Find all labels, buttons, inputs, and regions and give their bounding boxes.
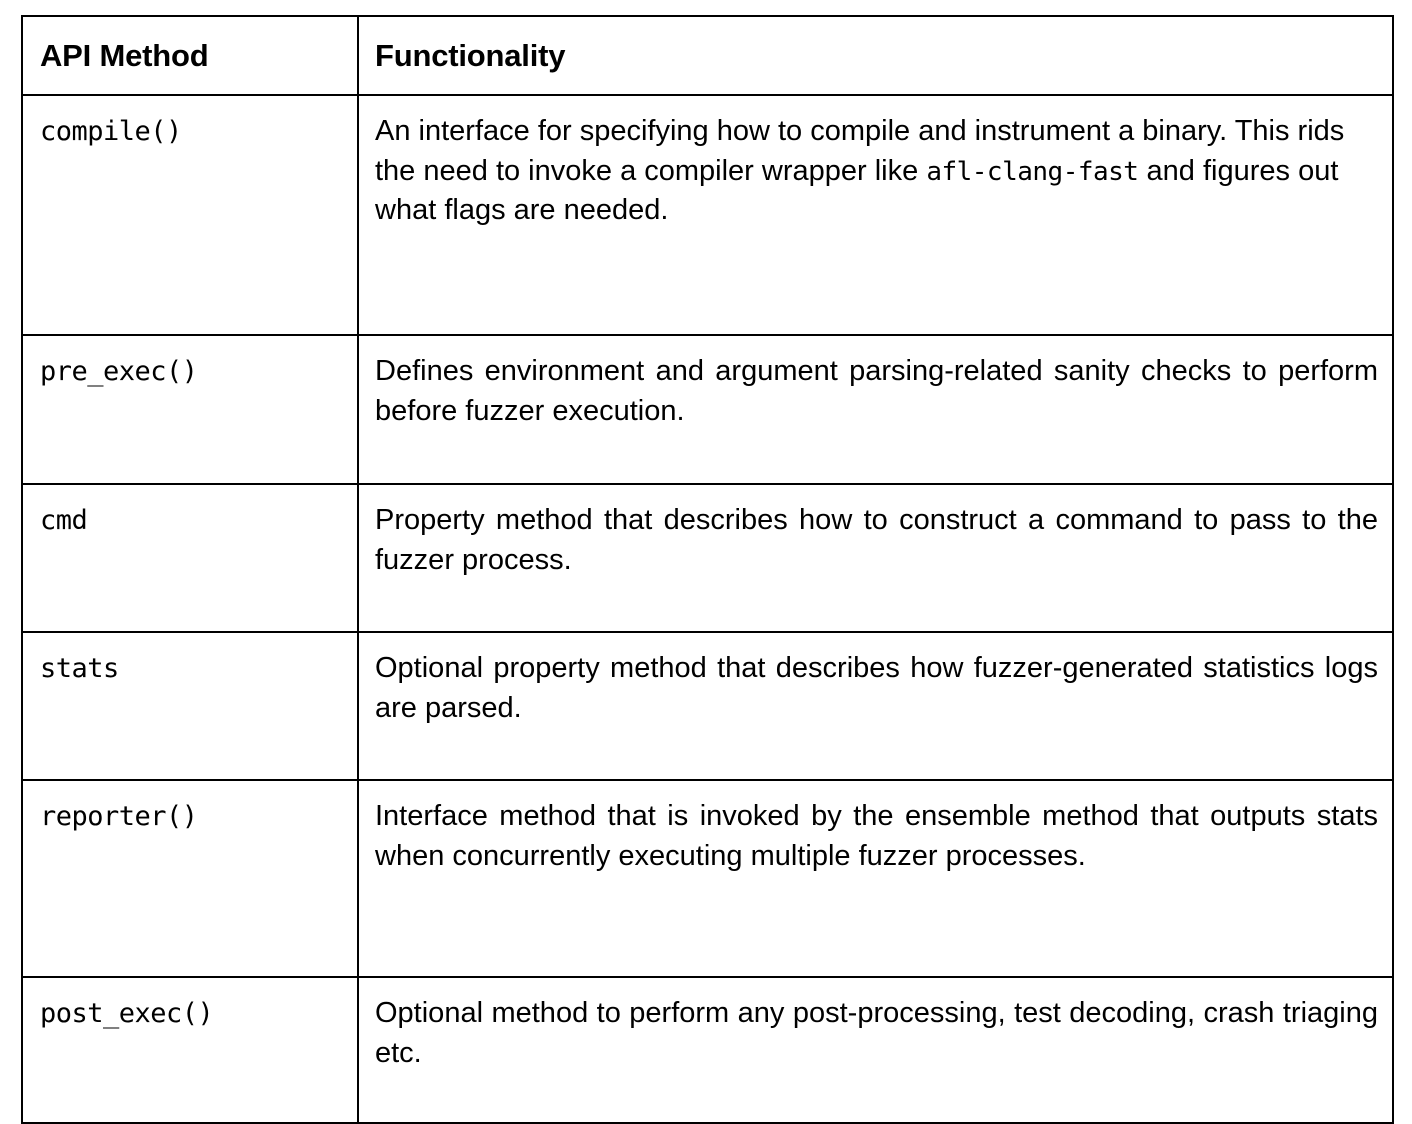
cell-api-method: compile(): [21, 94, 359, 336]
functionality-text-lead: An interface for specifying how to compi…: [375, 115, 1345, 187]
cell-functionality: Optional property method that describes …: [357, 631, 1394, 781]
table-row: post_exec() Optional method to perform a…: [21, 976, 1394, 1124]
cell-api-method: cmd: [21, 483, 359, 633]
table-row: reporter() Interface method that is invo…: [21, 779, 1394, 978]
cell-api-method: stats: [21, 631, 359, 781]
cell-functionality: Interface method that is invoked by the …: [357, 779, 1394, 978]
cell-api-method: pre_exec(): [21, 334, 359, 485]
table-row: cmd Property method that describes how t…: [21, 483, 1394, 633]
cell-functionality: Defines environment and argument parsing…: [357, 334, 1394, 485]
cell-functionality: Property method that describes how to co…: [357, 483, 1394, 633]
column-header-api-method: API Method: [21, 15, 359, 96]
api-method-table: API Method Functionality compile() An in…: [21, 15, 1394, 1124]
table-row: stats Optional property method that desc…: [21, 631, 1394, 781]
cell-functionality: An interface for specifying how to compi…: [357, 94, 1394, 336]
inline-code-afl-clang-fast: afl-clang-fast: [926, 156, 1139, 187]
functionality-text-tail: and figures out what flags are needed.: [375, 154, 1339, 227]
table-header-row: API Method Functionality: [21, 15, 1394, 96]
column-header-functionality: Functionality: [357, 15, 1394, 96]
cell-functionality: Optional method to perform any post-proc…: [357, 976, 1394, 1124]
cell-api-method: post_exec(): [21, 976, 359, 1124]
table-row: compile() An interface for specifying ho…: [21, 94, 1394, 336]
table-row: pre_exec() Defines environment and argum…: [21, 334, 1394, 485]
table-body: compile() An interface for specifying ho…: [21, 94, 1394, 1124]
cell-api-method: reporter(): [21, 779, 359, 978]
document-page: API Method Functionality compile() An in…: [21, 15, 1394, 1124]
table-header: API Method Functionality: [21, 15, 1394, 96]
